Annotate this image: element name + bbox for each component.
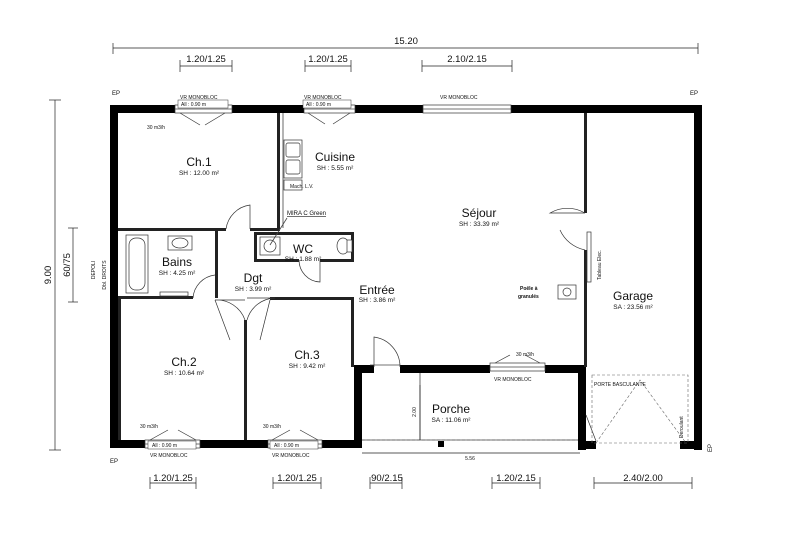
side-height-label: 60/75 — [62, 253, 73, 277]
room-dgt-area: SH : 3.99 m² — [235, 286, 272, 293]
vr-monobloc-top-3: VR MONOBLOC — [440, 95, 478, 101]
room-wc-name: WC — [293, 242, 313, 256]
room-wc-area: SH : 1.88 m² — [285, 256, 322, 263]
overall-depth-label: 9.00 — [43, 266, 54, 285]
mira-label: MIRA C Green — [287, 211, 326, 217]
room-ch2-area: SH : 10.64 m² — [164, 370, 205, 377]
allege-bottom-2: All : 0.90 m — [274, 443, 299, 449]
room-ch1-area: SH : 12.00 m² — [179, 170, 220, 177]
room-sejour-name: Séjour — [462, 206, 497, 220]
tableau-label: Tableau Elec. — [597, 250, 603, 280]
ep-label-top-right: EP — [690, 91, 698, 97]
porch-depth-label: 2.00 — [412, 407, 418, 417]
vr-monobloc-bottom-1: VR MONOBLOC — [150, 453, 188, 459]
garage-door: PORTE BASCULANTE Deroulant — [591, 374, 689, 444]
room-ch3-area: SH : 9.42 m² — [289, 363, 326, 370]
vent-sejour: 30 m3/h — [516, 352, 534, 358]
fixtures: Mach. L.V. — [125, 139, 592, 300]
depoli-label: DEPOLI — [91, 261, 97, 279]
doors — [192, 204, 597, 442]
window-dim-bottom-5: 2.40/2.00 — [623, 473, 663, 484]
window-dim-bottom-4: 1.20/2.15 — [496, 473, 536, 484]
ventilation: 30 m3/h 30 m3/h 30 m3/h 30 m3/h — [140, 125, 534, 430]
deroulant-label: Deroulant — [679, 416, 685, 438]
vr-monobloc-top-1: VR MONOBLOC — [180, 95, 218, 101]
window-dim-bottom-1: 1.20/1.25 — [153, 473, 193, 484]
room-entree-area: SH : 3.86 m² — [359, 297, 396, 304]
window-dim-bottom-3: 90/2.15 — [371, 473, 403, 484]
vr-monobloc-sejour: VR MONOBLOC — [494, 377, 532, 383]
room-garage-name: Garage — [613, 289, 653, 303]
allege-bottom-1: All : 0.90 m — [152, 443, 177, 449]
room-ch1-name: Ch.1 — [186, 155, 212, 169]
window-dim-top-2: 1.20/1.25 — [308, 54, 348, 65]
window-dim-top-1: 1.20/1.25 — [186, 54, 226, 65]
room-ch2-name: Ch.2 — [171, 355, 197, 369]
allege-top-1: All : 0.90 m — [181, 102, 206, 108]
room-cuisine-area: SH : 5.55 m² — [317, 165, 354, 172]
double-droits-label: Dbl. DROITS — [102, 260, 108, 290]
vent-ch1: 30 m3/h — [147, 125, 165, 131]
windows-top: VR MONOBLOC All : 0.90 m VR MONOBLOC All… — [174, 95, 512, 126]
vr-monobloc-bottom-2: VR MONOBLOC — [272, 453, 310, 459]
ep-label-top-left: EP — [112, 91, 120, 97]
vr-monobloc-top-2: VR MONOBLOC — [304, 95, 342, 101]
left-dimensions: 9.00 60/75 DEPOLI Dbl. DROITS 1.40 — [43, 99, 120, 451]
room-sejour-area: SH : 33.39 m² — [459, 221, 500, 228]
room-garage-area: SA : 23.56 m² — [613, 304, 653, 311]
interior-walls — [118, 113, 587, 440]
ep-markers: EP EP EP EP — [110, 91, 714, 465]
room-porche-name: Porche — [432, 402, 470, 416]
poele-label-2: granulés — [518, 294, 539, 300]
windows-bottom: All : 0.90 m VR MONOBLOC All : 0.90 m VR… — [144, 354, 546, 459]
overall-width-label: 15.20 — [394, 36, 418, 47]
ep-label-bottom-right: EP — [708, 444, 714, 452]
room-cuisine-name: Cuisine — [315, 150, 355, 164]
porte-basculante-label: PORTE BASCULANTE — [594, 382, 647, 388]
room-bains-name: Bains — [162, 255, 192, 269]
room-ch3-name: Ch.3 — [294, 348, 320, 362]
ep-label-bottom-left: EP — [110, 459, 118, 465]
porch-width-label: 5.56 — [465, 456, 475, 462]
machine-label: Mach. L.V. — [290, 184, 313, 190]
exterior-walls — [110, 105, 702, 450]
window-dim-bottom-2: 1.20/1.25 — [277, 473, 317, 484]
vent-ch3: 30 m3/h — [263, 424, 281, 430]
porche-area: 2.00 5.56 — [362, 373, 580, 462]
bottom-dimensions: 1.20/1.25 1.20/1.25 90/2.15 1.20/2.15 2.… — [149, 473, 693, 489]
top-dimensions: 15.20 1.20/1.25 1.20/1.25 2.10/2.15 — [112, 36, 699, 72]
poele-label-1: Poêle à — [520, 286, 538, 292]
allege-top-2: All : 0.90 m — [306, 102, 331, 108]
window-dim-top-3: 2.10/2.15 — [447, 54, 487, 65]
annotations: MIRA C Green Poêle à granulés Tableau El… — [269, 211, 603, 300]
room-entree-name: Entrée — [359, 283, 395, 297]
room-dgt-name: Dgt — [244, 271, 263, 285]
vent-ch2: 30 m3/h — [140, 424, 158, 430]
room-labels: Ch.1 SH : 12.00 m² Cuisine SH : 5.55 m² … — [159, 150, 654, 424]
room-bains-area: SH : 4.25 m² — [159, 270, 196, 277]
room-porche-area: SA : 11.06 m² — [432, 417, 472, 424]
